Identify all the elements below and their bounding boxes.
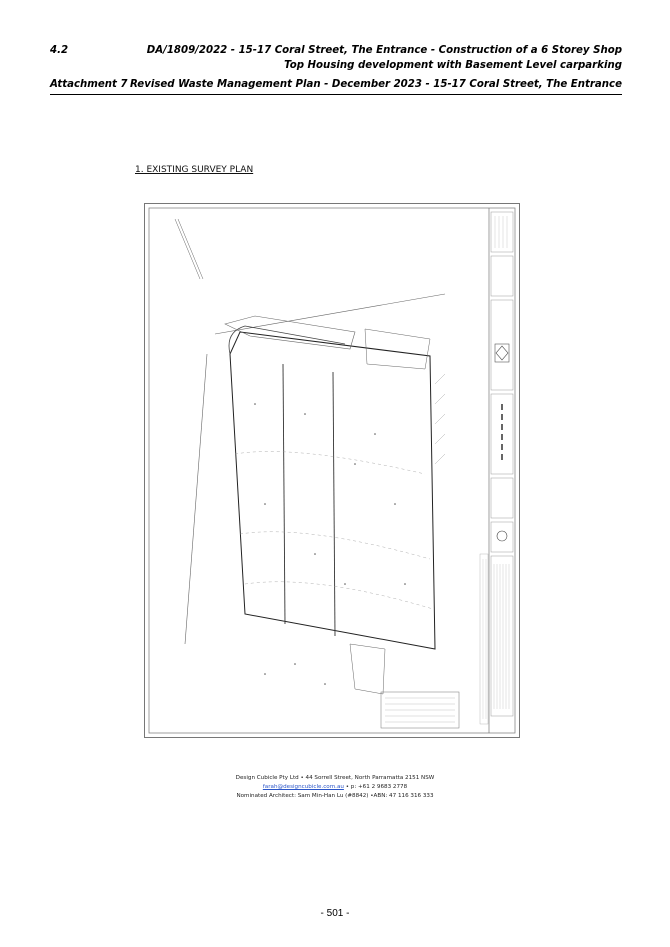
attachment-header: Attachment 7 Revised Waste Management Pl… (50, 79, 622, 95)
item-number: 4.2 (50, 45, 69, 56)
footer-phone: • p: +61 2 9683 2778 (343, 784, 408, 790)
document-title-line1: DA/1809/2022 - 15-17 Coral Street, The E… (146, 45, 622, 56)
footer-email-link[interactable]: farah@designcubicle.com.au (262, 784, 344, 790)
footer-architect: Nominated Architect: Sam Min-Han Lu (#88… (236, 793, 434, 799)
footer-company-address: Design Cubicle Pty Ltd • 44 Sorrell Stre… (235, 775, 435, 781)
page-number: - 501 - (320, 908, 350, 919)
document-header-line1: 4.2 DA/1809/2022 - 15-17 Coral Street, T… (50, 45, 622, 59)
section-title: 1. EXISTING SURVEY PLAN (135, 165, 254, 175)
attachment-title: Revised Waste Management Plan - December… (129, 79, 622, 90)
document-title-line2: Top Housing development with Basement Le… (284, 60, 622, 71)
document-header-line2: Top Housing development with Basement Le… (50, 60, 622, 74)
footer-contact: farah@designcubicle.com.au • p: +61 2 96… (0, 784, 670, 790)
survey-plan-drawing (144, 203, 520, 738)
survey-plan-graphic (148, 207, 516, 734)
attachment-label: Attachment 7 (50, 79, 128, 90)
